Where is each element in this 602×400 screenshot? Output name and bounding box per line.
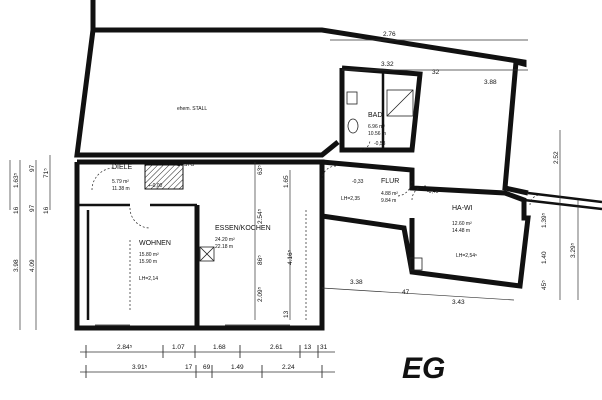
- dim-left-0: 1.63⁵: [13, 172, 20, 188]
- dim-left-6: 3.98: [13, 259, 20, 272]
- dim-left-3: 16: [13, 206, 20, 214]
- sink-icon: [346, 91, 358, 105]
- hawi-area: 12.60 m²: [452, 221, 472, 227]
- dim-top-2: 32: [432, 69, 440, 76]
- dim-inner-6: 13: [283, 310, 290, 318]
- dim-left-2: 71⁵: [43, 168, 50, 178]
- bad-area: 6.96 m²: [368, 124, 385, 130]
- dim-bottom1-1: 1.07: [172, 344, 185, 351]
- wohnen-area: 15.80 m²: [139, 252, 159, 258]
- essen-area: 24.20 m²: [215, 237, 235, 243]
- stair-steps: 14 STG: [177, 162, 194, 168]
- bad-label: BAD: [368, 112, 382, 119]
- bad-perimeter: 10.56 m: [368, 131, 386, 137]
- bath-fixtures: [346, 89, 414, 134]
- dim-top-0: 2.76: [383, 31, 396, 38]
- dim-bottom2-3: 1.49: [231, 364, 244, 371]
- dim-right-4: 45⁵: [541, 280, 548, 290]
- flur-perimeter: 9.84 m: [381, 198, 396, 204]
- dim-left-5: 16: [43, 206, 50, 214]
- stall-left-wall: [74, 29, 340, 158]
- hawi-level: -0,45: [427, 189, 439, 195]
- stair-hatch: [144, 164, 184, 190]
- dim-inner-2: 1.65: [283, 175, 290, 188]
- flur-area: 4.88 m²: [381, 191, 398, 197]
- dim-right-2: 1.40: [541, 251, 548, 264]
- diele-area: 5.79 m²: [112, 179, 129, 185]
- main-outer-walls: [74, 159, 325, 331]
- dim-left-7: 4.09: [29, 259, 36, 272]
- stall-walls: [90, 0, 529, 196]
- dim-inner-9: 3.43: [452, 299, 465, 306]
- toilet-icon: [347, 118, 359, 134]
- diele-level: +-0,00: [148, 183, 163, 189]
- flur-height: LH=2,35: [341, 196, 360, 202]
- dim-right-0: 2.52: [553, 151, 560, 164]
- dim-left-4: 97: [29, 204, 36, 212]
- stall-label: ehem. STALL: [177, 106, 207, 112]
- diele-perimeter: 11.38 m: [112, 186, 130, 192]
- bad-level: -0,53: [374, 141, 386, 147]
- wohnen-label: WOHNEN: [139, 240, 171, 247]
- hawi-chimney: [409, 257, 423, 271]
- dims-right: 2.52 1.39⁵ 1.40 3.29⁵ 45⁵: [541, 130, 579, 300]
- dim-top-3: 3.88: [484, 79, 497, 86]
- hawi-height: LH=2,54⁵: [456, 253, 477, 259]
- dim-top-1: 3.32: [381, 61, 394, 68]
- dims-top: 2.76 3.32 32 3.88: [330, 31, 528, 86]
- dim-inner-4: 2.09⁵: [257, 286, 264, 302]
- dim-right-3: 3.29⁵: [570, 242, 577, 258]
- dim-inner-5: 63⁵: [257, 165, 264, 175]
- dim-left-1: 97: [29, 164, 36, 172]
- dim-bottom1-2: 1.68: [213, 344, 226, 351]
- dims-left: 1.63⁵ 97 71⁵ 16 97 16 3.98 4.09: [9, 155, 51, 330]
- dim-bottom1-3: 2.61: [270, 344, 283, 351]
- dim-bottom2-1: 17: [185, 364, 193, 371]
- flur-label: FLUR: [381, 178, 399, 185]
- dim-bottom1-4: 13: [304, 344, 312, 351]
- wohnen-height: LH=2,14: [139, 276, 158, 282]
- dim-bottom2-4: 2.24: [282, 364, 295, 371]
- bad-walls: [339, 65, 423, 153]
- dim-inner-7: 3.38: [350, 279, 363, 286]
- dim-bottom1-0: 2.84⁵: [117, 344, 133, 351]
- dim-inner-1: 4.16⁵: [287, 249, 294, 265]
- diele-label: DIELE: [112, 164, 133, 171]
- dim-inner-3: 86⁵: [257, 255, 264, 265]
- hawi-label: HA-WI: [452, 205, 473, 212]
- dim-right-1: 1.39⁵: [541, 212, 548, 228]
- essen-label: ESSEN/KOCHEN: [215, 225, 271, 232]
- dim-bottom2-2: 69: [203, 364, 211, 371]
- dim-bottom2-0: 3.91⁵: [132, 364, 148, 371]
- dim-bottom1-5: 31: [320, 344, 328, 351]
- wohnen-perimeter: 15.90 m: [139, 259, 157, 265]
- flur-level: -0,33: [352, 179, 364, 185]
- shower-tray: [386, 89, 414, 117]
- dim-inner-0: 2.54⁵: [257, 208, 264, 224]
- essen-perimeter: 22.18 m: [215, 244, 233, 250]
- hawi-perimeter: 14.48 m: [452, 228, 470, 234]
- chimney: [199, 246, 215, 262]
- floor-label: EG: [402, 352, 445, 385]
- dim-inner-8: 47: [402, 289, 410, 296]
- door-swings: [91, 139, 541, 320]
- dims-bottom: 2.84⁵ 1.07 1.68 2.61 13 31 3.91⁵ 17 69 1…: [80, 344, 335, 378]
- dims-inner: 2.54⁵ 4.16⁵ 1.65 86⁵ 2.09⁵ 63⁵ 13 3.38 4…: [254, 162, 515, 320]
